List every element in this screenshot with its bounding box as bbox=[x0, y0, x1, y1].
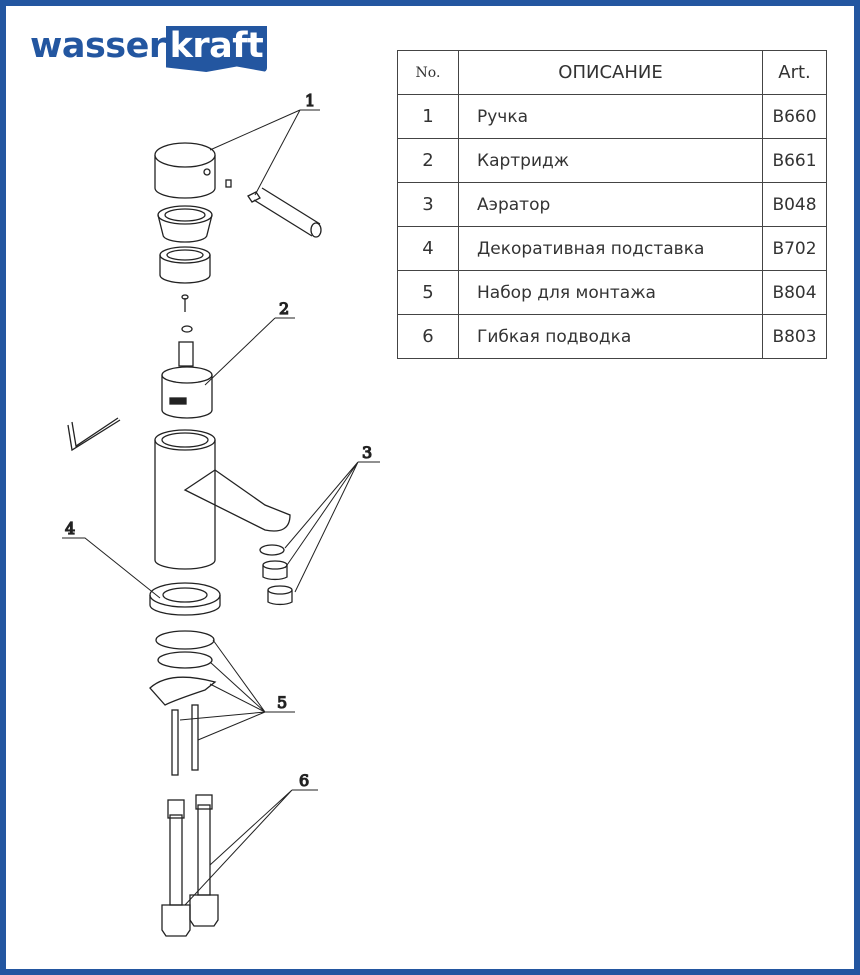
cartridge-nut bbox=[159, 246, 211, 284]
row-no: 3 bbox=[397, 182, 459, 227]
row-art: B702 bbox=[762, 226, 827, 271]
logo-kraft: kraft bbox=[165, 26, 268, 72]
callout-2: 2 bbox=[279, 299, 289, 318]
row-description: Гибкая подводка bbox=[458, 314, 763, 359]
row-art: B804 bbox=[762, 270, 827, 315]
callout-1: 1 bbox=[305, 91, 315, 110]
screw bbox=[181, 294, 189, 312]
callout-3: 3 bbox=[362, 443, 372, 462]
row-description: Аэратор bbox=[458, 182, 763, 227]
callout-4: 4 bbox=[65, 519, 75, 538]
handle-cap bbox=[154, 142, 216, 199]
handle-lever bbox=[225, 179, 322, 238]
callout-6: 6 bbox=[299, 771, 309, 790]
row-no: 4 bbox=[397, 226, 459, 271]
brand-logo: wasser kraft bbox=[30, 26, 268, 72]
row-art: B048 bbox=[762, 182, 827, 227]
logo-wasser: wasser bbox=[30, 26, 166, 66]
row-art: B660 bbox=[762, 94, 827, 139]
row-art: B661 bbox=[762, 138, 827, 183]
row-description: Ручка bbox=[458, 94, 763, 139]
flexible-hoses bbox=[161, 794, 219, 937]
faucet-body bbox=[154, 429, 291, 570]
aerator-parts bbox=[259, 544, 293, 606]
leader-lines bbox=[62, 109, 380, 906]
decorative-base bbox=[149, 582, 221, 616]
cartridge bbox=[161, 341, 213, 419]
mounting-kit bbox=[149, 630, 217, 776]
row-no: 6 bbox=[397, 314, 459, 359]
row-art: B803 bbox=[762, 314, 827, 359]
callout-5: 5 bbox=[277, 693, 287, 712]
header-description: ОПИСАНИЕ bbox=[458, 50, 763, 95]
allen-key bbox=[67, 417, 121, 452]
handle-ring bbox=[157, 205, 213, 243]
header-art: Art. bbox=[762, 50, 827, 95]
washer bbox=[181, 325, 193, 333]
